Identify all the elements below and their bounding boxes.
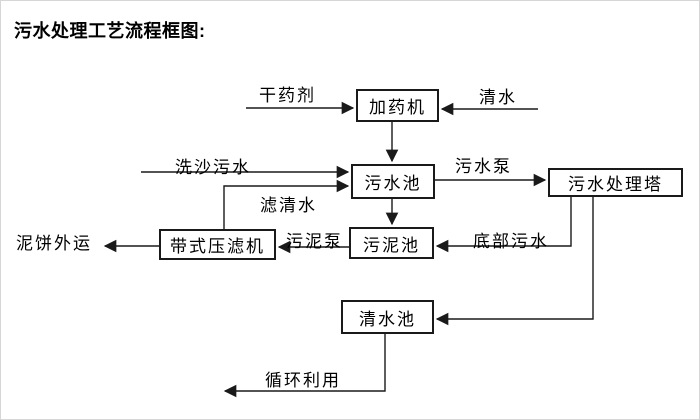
node-clear-water-pool: 清水池 xyxy=(341,300,434,334)
flow-label-recycling: 循环利用 xyxy=(265,371,341,390)
flow-label-mud-cake-outbound: 泥饼外运 xyxy=(16,234,92,253)
flow-label-sewage-pump: 污水泵 xyxy=(455,157,512,176)
flow-label-sludge-pump: 污泥泵 xyxy=(286,232,343,251)
node-sludge-pool: 污泥池 xyxy=(349,227,434,259)
arrow-bottom-sewage-to-sludge-pool xyxy=(435,197,572,253)
flow-label-clear-water: 清水 xyxy=(479,88,517,107)
node-sewage-pool: 污水池 xyxy=(351,164,435,199)
node-belt-filter-press: 带式压滤机 xyxy=(159,229,276,260)
flow-label-filtered-water: 滤清水 xyxy=(260,196,317,215)
flow-label-dry-chemical: 干药剂 xyxy=(259,86,316,105)
arrow-treatment-tower-to-clear-water-pool xyxy=(435,197,594,326)
flow-label-sand-washing-sewage: 洗沙污水 xyxy=(175,158,251,177)
node-dosing-machine: 加药机 xyxy=(356,89,439,122)
page-title: 污水处理工艺流程框图: xyxy=(14,21,206,41)
arrow-filtered-water-to-sewage-pool xyxy=(223,179,350,229)
node-sewage-treatment-tower: 污水处理塔 xyxy=(548,168,683,197)
flow-label-bottom-sewage: 底部污水 xyxy=(473,232,549,251)
arrow-clear-water-pool-to-recycling xyxy=(223,334,386,398)
